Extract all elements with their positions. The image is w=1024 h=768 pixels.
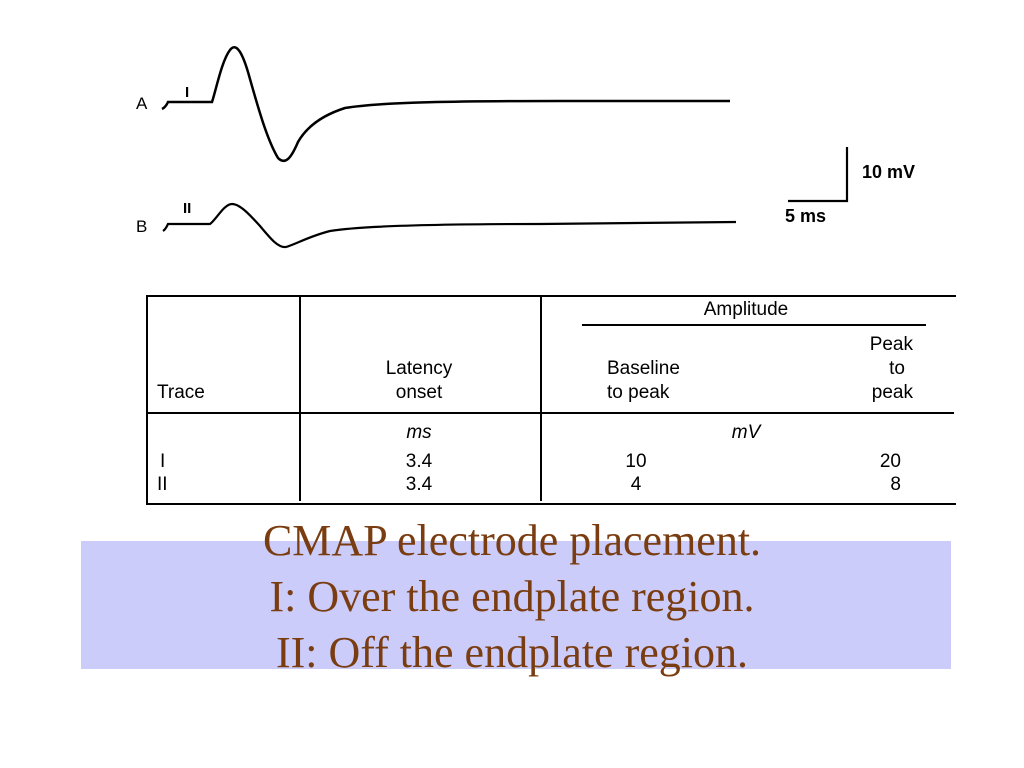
trace-a-waveform xyxy=(161,46,730,163)
header-baseline-line1: Baseline xyxy=(607,358,680,379)
header-trace: Trace xyxy=(157,382,205,403)
row-2-trace: II xyxy=(157,474,168,495)
trace-b-letter: B xyxy=(136,217,148,236)
row-2-peak-to-peak: 8 xyxy=(890,474,901,495)
row-1-peak-to-peak: 20 xyxy=(879,451,901,472)
caption-line-3: II: Off the endplate region. xyxy=(275,628,748,677)
trace-b-waveform xyxy=(162,202,737,249)
trace-a-roman-label: I xyxy=(185,84,190,101)
unit-latency: ms xyxy=(406,422,432,443)
header-latency-line1: Latency xyxy=(385,358,453,379)
header-latency-line2: onset xyxy=(395,382,443,403)
header-baseline-line2: to peak xyxy=(607,382,670,403)
row-1-latency: 3.4 xyxy=(405,451,433,472)
caption: CMAP electrode placement. I: Over the en… xyxy=(0,513,1024,681)
scale-bar xyxy=(788,147,849,203)
row-2-latency: 3.4 xyxy=(405,474,433,495)
header-peak-line2: to xyxy=(889,358,905,379)
trace-a-letter: A xyxy=(136,94,148,113)
row-2-baseline-to-peak: 4 xyxy=(630,474,642,495)
caption-line-1: CMAP electrode placement. xyxy=(262,516,762,565)
row-1-trace: I xyxy=(160,451,166,472)
cmap-waveform-figure xyxy=(161,46,849,249)
caption-line-2: I: Over the endplate region. xyxy=(269,572,755,621)
table-divider-1 xyxy=(299,295,301,501)
trace-b-roman-label: II xyxy=(183,200,192,217)
header-peak-line3: peak xyxy=(871,382,913,403)
table-divider-2 xyxy=(540,295,542,501)
unit-amplitude: mV xyxy=(731,422,761,443)
caption-highlight-band xyxy=(81,541,951,669)
amplitude-table xyxy=(146,295,956,505)
scale-bar-time-label: 5 ms xyxy=(785,206,827,226)
amplitude-header-rule xyxy=(582,324,926,326)
header-bottom-rule xyxy=(146,412,954,414)
header-peak-line1: Peak xyxy=(869,334,913,355)
scale-bar-voltage-label: 10 mV xyxy=(862,162,916,182)
header-amplitude: Amplitude xyxy=(703,299,789,320)
row-1-baseline-to-peak: 10 xyxy=(625,451,647,472)
